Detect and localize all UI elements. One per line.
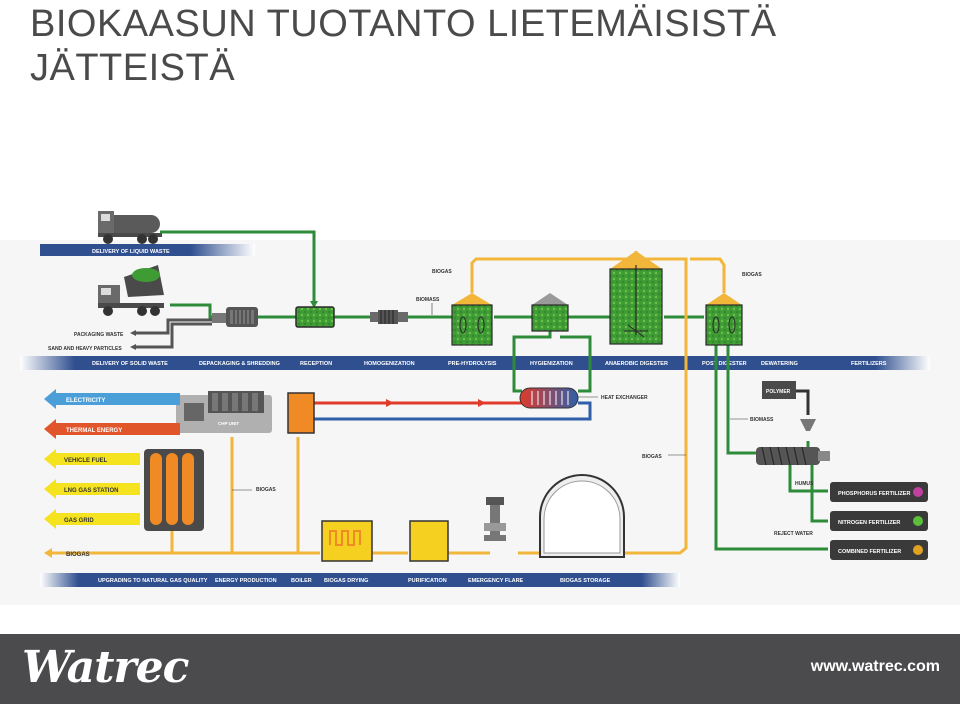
combined-label: COMBINED FERTILIZER bbox=[838, 549, 901, 555]
purification-unit bbox=[409, 520, 449, 562]
thermal-label: THERMAL ENERGY bbox=[66, 428, 122, 434]
nitrogen-label: NITROGEN FERTILIZER bbox=[838, 520, 900, 526]
step-energy-production: ENERGY PRODUCTION bbox=[215, 578, 277, 584]
step-emergency-flare: EMERGENCY FLARE bbox=[468, 578, 524, 584]
biogas-label-2: BIOGAS bbox=[742, 272, 762, 278]
step-anaerobic-digester: ANAEROBIC DIGESTER bbox=[605, 361, 668, 367]
watrec-logo: Watrec bbox=[22, 642, 189, 693]
heat-exchanger-label: HEAT EXCHANGER bbox=[601, 395, 648, 401]
pre-hydrolysis-tank bbox=[451, 293, 493, 346]
process-bar-top bbox=[20, 356, 930, 370]
step-boiler: BOILER bbox=[291, 578, 312, 584]
lng-label: LNG GAS STATION bbox=[64, 488, 118, 494]
humus-label: HUMUS bbox=[795, 481, 814, 487]
page-title: BIOKAASUN TUOTANTO LIETEMÄISISTÄ JÄTTEIS… bbox=[30, 3, 777, 89]
process-bar-bottom bbox=[40, 573, 680, 587]
hygienization-tank bbox=[531, 293, 569, 332]
biogas-lines bbox=[50, 251, 726, 555]
electricity-label: ELECTRICITY bbox=[66, 398, 105, 404]
output-gas-grid bbox=[44, 509, 140, 529]
website-link[interactable]: www.watrec.com bbox=[810, 658, 940, 675]
process-diagram: DELIVERY OF LIQUID WASTE DELIVERY OF SOL… bbox=[0, 205, 960, 605]
biogas-storage-dome bbox=[539, 474, 625, 558]
dewatering-screw bbox=[756, 446, 830, 466]
emergency-flare bbox=[484, 497, 506, 541]
biogas-output-label: BIOGAS bbox=[66, 552, 90, 558]
step-reception: RECEPTION bbox=[300, 361, 332, 367]
biomass-label-2: BIOMASS bbox=[750, 417, 774, 423]
step-depackaging: DEPACKAGING & SHREDDING bbox=[199, 361, 280, 367]
output-electricity bbox=[44, 389, 180, 409]
waste-lines bbox=[135, 318, 212, 349]
reception-tank bbox=[295, 306, 335, 328]
liquid-delivery-label: DELIVERY OF LIQUID WASTE bbox=[92, 249, 170, 255]
polymer-label: POLYMER bbox=[766, 389, 791, 395]
step-pre-hydrolysis: PRE-HYDROLYSIS bbox=[448, 361, 497, 367]
step-dewatering: DEWATERING bbox=[761, 361, 798, 367]
liquid-delivery-bar bbox=[40, 244, 255, 256]
biomass-label-1: BIOMASS bbox=[416, 297, 440, 303]
step-biogas-drying: BIOGAS DRYING bbox=[324, 578, 368, 584]
post-digester-tank bbox=[705, 293, 743, 346]
phosphorus-fertilizer-box bbox=[830, 482, 928, 502]
chp-unit-label: CHP UNIT bbox=[218, 421, 239, 426]
biogas-drying-unit bbox=[321, 520, 373, 562]
upgrading-unit bbox=[144, 449, 204, 531]
packaging-waste-label: PACKAGING WASTE bbox=[74, 332, 124, 338]
heat-exchanger bbox=[519, 387, 579, 409]
boiler-unit bbox=[287, 392, 315, 434]
chp-unit bbox=[176, 391, 272, 433]
output-lng bbox=[44, 479, 140, 499]
reject-water-label: REJECT WATER bbox=[774, 531, 813, 537]
step-hygienization: HYGIENIZATION bbox=[530, 361, 573, 367]
liquid-truck-icon bbox=[98, 211, 162, 244]
polymer-tank bbox=[762, 381, 796, 399]
dump-truck-icon bbox=[98, 265, 164, 316]
step-upgrading: UPGRADING TO NATURAL GAS QUALITY bbox=[98, 578, 208, 584]
nitrogen-fertilizer-box bbox=[830, 511, 928, 531]
step-purification: PURIFICATION bbox=[408, 578, 447, 584]
gas-grid-label: GAS GRID bbox=[64, 518, 94, 524]
homogenizer-icon bbox=[370, 310, 408, 324]
biogas-label-1: BIOGAS bbox=[432, 269, 452, 275]
footer-bar: Watrec www.watrec.com bbox=[0, 634, 960, 704]
shredder-icon bbox=[212, 307, 258, 327]
vehicle-fuel-label: VEHICLE FUEL bbox=[64, 458, 108, 464]
biogas-label-4: BIOGAS bbox=[256, 487, 276, 493]
phosphorus-label: PHOSPHORUS FERTILIZER bbox=[838, 491, 910, 497]
step-post-digester: POST DIGESTER bbox=[702, 361, 747, 367]
biogas-label-3: BIOGAS bbox=[642, 454, 662, 460]
step-biogas-storage: BIOGAS STORAGE bbox=[560, 578, 611, 584]
anaerobic-digester-tank bbox=[609, 251, 663, 345]
output-vehicle-fuel bbox=[44, 449, 140, 469]
process-diagram-svg: DELIVERY OF LIQUID WASTE DELIVERY OF SOL… bbox=[0, 211, 960, 605]
sand-label: SAND AND HEAVY PARTICLES bbox=[48, 346, 122, 352]
heat-lines bbox=[314, 401, 592, 421]
step-homogenization: HOMOGENIZATION bbox=[364, 361, 415, 367]
combined-fertilizer-box bbox=[830, 540, 928, 560]
step-fertilizers: FERTILIZERS bbox=[851, 361, 887, 367]
output-thermal bbox=[44, 419, 180, 439]
step-delivery-solid: DELIVERY OF SOLID WASTE bbox=[92, 361, 168, 367]
